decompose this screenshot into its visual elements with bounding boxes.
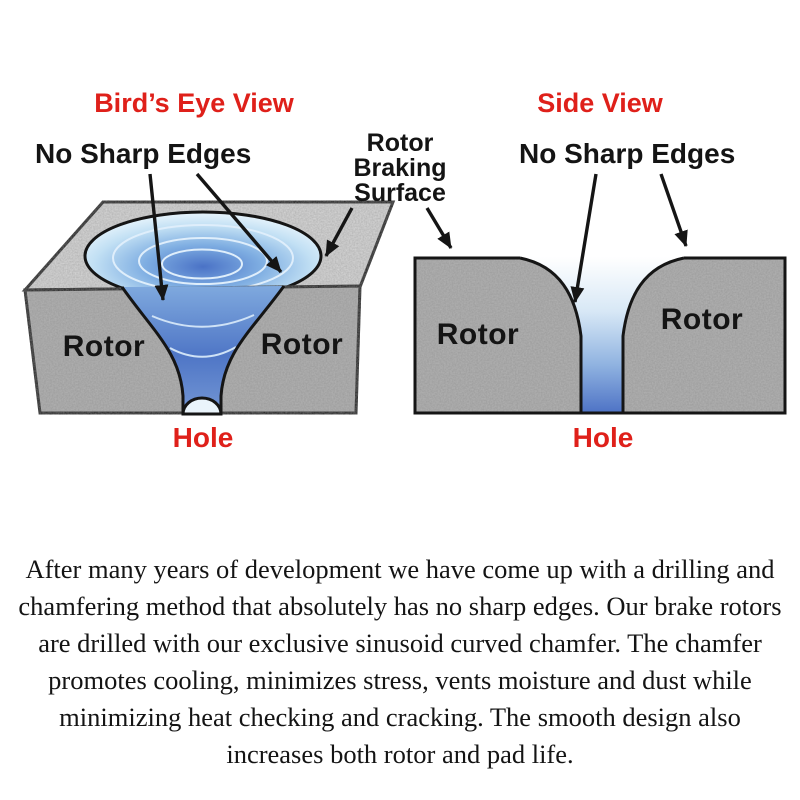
description-paragraph: After many years of development we have … xyxy=(18,553,782,769)
side-hole-channel xyxy=(519,256,685,412)
channel-right-edge xyxy=(219,285,286,413)
side-block-outline xyxy=(413,256,787,415)
side-chamfer-left-edge xyxy=(519,256,583,413)
channel-left-edge xyxy=(120,286,185,413)
birds-eye-title: Bird’s Eye View xyxy=(94,88,294,118)
channel-contour-line xyxy=(151,314,255,328)
side-view-title: Side View xyxy=(537,88,663,118)
arrow-no-sharp-edges-be-right xyxy=(195,172,283,274)
side-view-diagram xyxy=(413,256,787,415)
drill-hole-channel xyxy=(122,286,284,413)
no-sharp-edges-label-birds-eye: No Sharp Edges xyxy=(35,138,252,169)
rotor-braking-surface-line2: Braking xyxy=(353,154,447,182)
rotor-braking-surface-line1: Rotor xyxy=(366,129,434,157)
rotor-braking-surface-label: Rotor Braking Surface xyxy=(328,131,472,206)
no-sharp-edges-label-side-view: No Sharp Edges xyxy=(519,138,736,169)
rotor-label-birds-eye-left: Rotor xyxy=(62,330,146,363)
birds-eye-diagram xyxy=(21,200,396,416)
rotor-label-birds-eye-right: Rotor xyxy=(260,328,344,361)
arrow-no-sharp-edges-be-left xyxy=(148,173,169,301)
hole-label-birds-eye: Hole xyxy=(172,422,234,453)
chamfer-bowl xyxy=(83,210,323,290)
side-chamfer-right-edge xyxy=(621,256,685,413)
hole-notch xyxy=(181,396,223,416)
arrow-braking-surface-left xyxy=(324,207,354,257)
callout-arrows xyxy=(148,172,688,303)
rotor-braking-surface-line3: Surface xyxy=(354,179,446,207)
rotor-label-side-view-left: Rotor xyxy=(436,318,520,351)
arrow-braking-surface-right xyxy=(425,207,453,249)
arrow-no-sharp-edges-sv-left xyxy=(570,173,598,303)
arrow-no-sharp-edges-sv-right xyxy=(659,173,688,247)
diagram-canvas xyxy=(21,172,787,416)
rotor-label-side-view-right: Rotor xyxy=(660,303,744,336)
hole-label-side-view: Hole xyxy=(572,422,634,453)
channel-contour-line xyxy=(169,346,237,358)
